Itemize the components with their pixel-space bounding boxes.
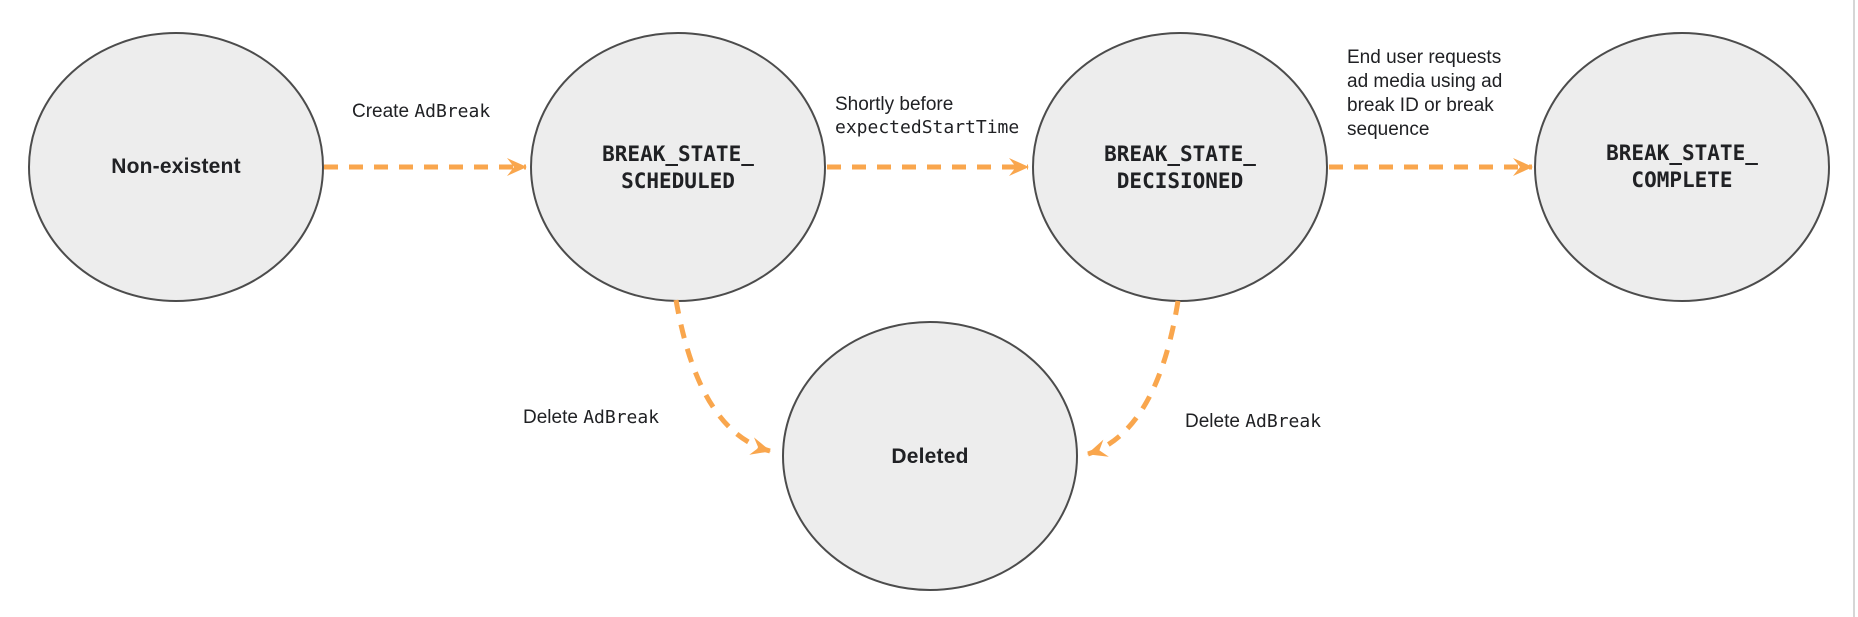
transition-label-shortly-before: Shortly before expectedStartTime [835, 93, 1019, 139]
arrow-delete-adbreak-from-scheduled [673, 299, 771, 455]
transition-label-create-adbreak: Create AdBreak [352, 100, 490, 124]
state-label-line2: COMPLETE [1631, 168, 1733, 192]
transition-label-delete-adbreak-right: Delete AdBreak [1185, 410, 1321, 434]
label-line: sequence [1347, 119, 1430, 140]
state-node-deleted [782, 321, 1078, 591]
state-label-break-state-complete: BREAK_STATE_ COMPLETE [1606, 140, 1758, 194]
label-code-text: AdBreak [414, 101, 491, 122]
label-code-text: AdBreak [1245, 411, 1322, 432]
state-label-line2: SCHEDULED [621, 169, 735, 193]
label-code-text: expectedStartTime [835, 117, 1020, 138]
label-line: ad media using ad [1347, 71, 1503, 92]
state-label-break-state-decisioned: BREAK_STATE_ DECISIONED [1104, 141, 1256, 195]
state-label-line1: BREAK_STATE_ [1606, 141, 1758, 165]
state-label-deleted: Deleted [891, 445, 969, 468]
label-plain-text: Shortly before [835, 94, 954, 115]
label-line: break ID or break [1347, 95, 1494, 116]
label-plain-text: Create [352, 101, 415, 122]
state-node-break-state-complete [1534, 32, 1830, 302]
label-plain-text: Delete [523, 407, 584, 428]
label-plain-text: Delete [1185, 411, 1246, 432]
transition-label-delete-adbreak-left: Delete AdBreak [523, 406, 659, 430]
state-label-break-state-scheduled: BREAK_STATE_ SCHEDULED [602, 141, 754, 195]
state-label-non-existent: Non-existent [111, 155, 241, 178]
arrow-delete-adbreak-from-decisioned [1087, 300, 1181, 457]
state-label-line1: BREAK_STATE_ [602, 142, 754, 166]
state-label-line2: DECISIONED [1116, 169, 1244, 193]
transition-label-end-user-requests: End user requests ad media using ad brea… [1347, 46, 1502, 142]
state-node-break-state-decisioned [1032, 32, 1328, 302]
label-line: End user requests [1347, 47, 1502, 68]
state-node-non-existent [28, 32, 324, 302]
state-label-line1: BREAK_STATE_ [1104, 142, 1256, 166]
label-code-text: AdBreak [583, 407, 660, 428]
